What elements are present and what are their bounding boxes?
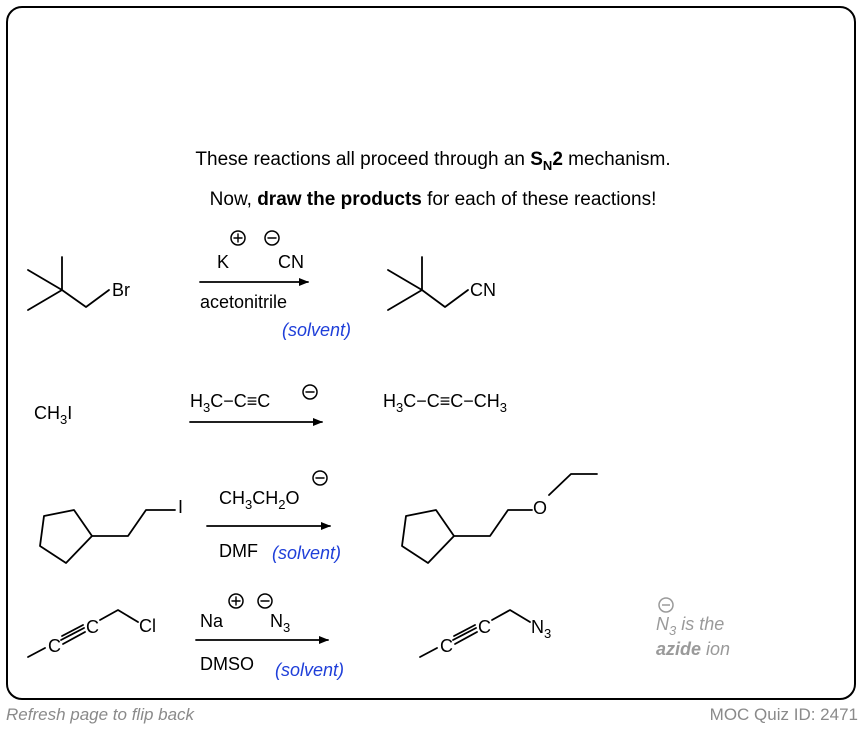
product-1-structure: CN (387, 256, 496, 311)
solvent-tag-4: (solvent) (275, 660, 344, 680)
minus-charge-icon (264, 230, 280, 246)
propynide-label: H3C−C≡C (190, 391, 270, 415)
alkyne-carbon-label: C (478, 617, 491, 637)
minus-charge-icon (312, 470, 328, 486)
reaction-3: I CH3CH2O DMF (solvent) O (39, 470, 598, 564)
solvent-dmf: DMF (219, 541, 258, 561)
azide-note: N3 is the azide ion (656, 597, 730, 659)
ether-oxygen-label: O (533, 498, 547, 518)
instruction-line-1: These reactions all proceed through an S… (195, 149, 671, 173)
chlorine-label: Cl (139, 616, 156, 636)
propargyl-chloride-structure: C C Cl (27, 609, 156, 658)
product-3-structure: O (401, 473, 598, 564)
minus-charge-icon (257, 593, 273, 609)
sodium-label: Na (200, 611, 224, 631)
plus-charge-icon (228, 593, 244, 609)
bromine-label: Br (112, 280, 130, 300)
quiz-card (6, 6, 856, 700)
azide-group-label: N3 (531, 617, 551, 641)
instruction-line-2: Now, draw the products for each of these… (209, 189, 657, 210)
reaction-1: Br K CN acetonitrile (solvent) CN (27, 230, 496, 340)
azide-label: N3 (270, 611, 290, 635)
solvent-acetonitrile: acetonitrile (200, 292, 287, 312)
iodine-label: I (178, 497, 183, 517)
potassium-label: K (217, 252, 229, 272)
reaction-2: CH3I H3C−C≡C H3C−C≡C−CH3 (34, 384, 507, 427)
nitrile-label: CN (470, 280, 496, 300)
ethoxide-label: CH3CH2O (219, 488, 299, 512)
plus-charge-icon (230, 230, 246, 246)
reaction-4: C C Cl Na N3 DMSO (solvent) C C N3 (27, 593, 551, 680)
refresh-hint: Refresh page to flip back (6, 705, 195, 724)
alkyne-carbon-label: C (86, 617, 99, 637)
solvent-tag-1: (solvent) (282, 320, 351, 340)
azide-note-line-1: N3 is the (656, 614, 724, 638)
solvent-tag-3: (solvent) (272, 543, 341, 563)
solvent-dmso: DMSO (200, 654, 254, 674)
alkyne-carbon-label: C (440, 636, 453, 656)
product-4-structure: C C N3 (419, 609, 551, 658)
minus-charge-icon (302, 384, 318, 400)
minus-charge-icon (658, 597, 674, 613)
methyl-iodide-label: CH3I (34, 403, 72, 427)
azide-note-line-2: azide ion (656, 639, 730, 659)
neopentyl-bromide-structure: Br (27, 256, 130, 311)
quiz-id-label: MOC Quiz ID: 2471 (709, 705, 858, 724)
alkyne-carbon-label: C (48, 636, 61, 656)
product-2-label: H3C−C≡C−CH3 (383, 391, 507, 415)
cyclopentylethyl-iodide-structure: I (39, 497, 183, 564)
cyanide-label: CN (278, 252, 304, 272)
